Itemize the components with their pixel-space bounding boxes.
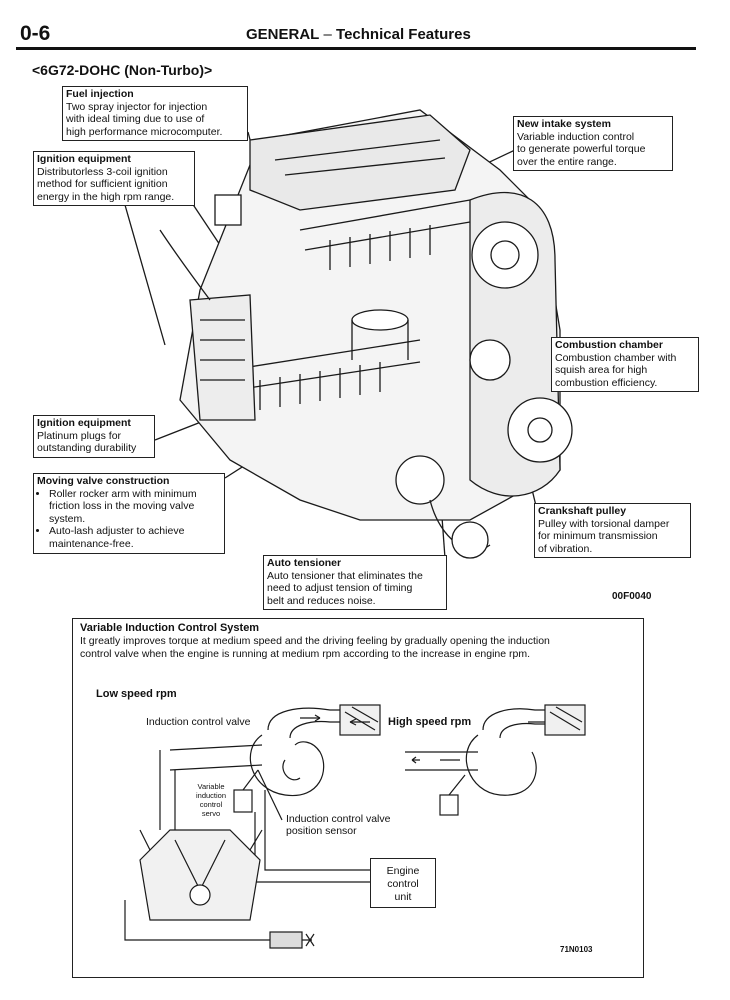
figure-code-vics: 71N0103 [560,945,593,954]
callout-line: over the entire range. [517,155,617,168]
callout-line: Auto tensioner that eliminates the [267,569,423,582]
ecu-label-line: control [387,878,419,890]
callout-crankshaft-pulley: Crankshaft pulley Pulley with torsional … [534,503,691,559]
vics-description-line: control valve when the engine is running… [80,648,530,660]
callout-line: outstanding durability [37,442,137,455]
callout-line: high performance microcomputer. [66,125,223,138]
page-header-title: GENERAL – Technical Features [246,26,471,43]
callout-ignition-equipment-1: Ignition equipment Distributorless 3-coi… [33,151,195,207]
callout-auto-tensioner: Auto tensioner Auto tensioner that elimi… [263,555,447,611]
callout-moving-valve-construction: Moving valve construction Roller rocker … [33,473,225,554]
callout-bullet-list: Roller rocker arm with minimum friction … [37,488,221,551]
header-rule [16,47,696,50]
callout-line: squish area for high [555,364,648,377]
callout-line: for minimum transmission [538,530,658,543]
callout-new-intake-system: New intake system Variable induction con… [513,116,673,172]
callout-line: of vibration. [538,542,593,555]
callout-title: Ignition equipment [37,417,131,429]
engine-subheading: <6G72-DOHC (Non-Turbo)> [32,62,213,78]
callout-line: Two spray injector for injection [66,100,208,113]
sensor-label-line: position sensor [286,825,357,837]
high-speed-label: High speed rpm [388,716,472,728]
callout-line: belt and reduces noise. [267,594,376,607]
sensor-label: Induction control valve position sensor [286,813,390,837]
callout-title: Ignition equipment [37,153,131,165]
ecu-label-line: Engine [386,865,420,877]
header-separator: – [323,26,332,43]
callout-line: Combustion chamber with [555,351,677,364]
callout-line: energy in the high rpm range. [37,190,175,203]
servo-label: Variable induction control servo [196,782,226,818]
callout-title: Combustion chamber [555,339,663,351]
callout-title: New intake system [517,118,611,130]
header-section: GENERAL [246,26,320,43]
callout-title: Crankshaft pulley [538,505,627,517]
callout-title: Fuel injection [66,88,134,100]
vics-panel [72,618,644,978]
callout-fuel-injection: Fuel injection Two spray injector for in… [62,86,248,142]
callout-line: Platinum plugs for [37,429,122,442]
header-subtitle: Technical Features [336,26,471,43]
callout-bullet: Auto-lash adjuster to achieve maintenanc… [49,525,221,550]
callout-line: to generate powerful torque [517,143,646,156]
servo-label-line: servo [201,809,221,818]
induction-control-valve-label: Induction control valve [146,716,251,728]
callout-title: Moving valve construction [37,475,170,487]
callout-line: combustion efficiency. [555,376,658,389]
servo-label-line: Variable [197,782,225,791]
figure-code-engine: 00F0040 [612,591,652,602]
callout-line: Variable induction control [517,130,635,143]
callout-line: Distributorless 3-coil ignition [37,165,168,178]
low-speed-label: Low speed rpm [96,688,177,700]
sensor-label-line: Induction control valve [286,813,391,825]
callout-ignition-equipment-2: Ignition equipment Platinum plugs for ou… [33,415,155,458]
servo-label-line: control [199,800,223,809]
callout-bullet: Roller rocker arm with minimum friction … [49,488,221,526]
engine-control-unit-box: Engine control unit [370,858,436,908]
ecu-label-line: unit [394,891,412,903]
vics-description: It greatly improves torque at medium spe… [80,635,630,661]
vics-title: Variable Induction Control System [80,622,260,634]
page-number: 0-6 [20,22,51,45]
callout-line: method for sufficient ignition [37,178,168,191]
callout-combustion-chamber: Combustion chamber Combustion chamber wi… [551,337,699,393]
servo-label-line: induction [196,791,227,800]
callout-line: with ideal timing due to use of [66,113,205,126]
callout-line: need to adjust tension of timing [267,582,413,595]
callout-title: Auto tensioner [267,557,342,569]
callout-line: Pulley with torsional damper [538,517,670,530]
vics-description-line: It greatly improves torque at medium spe… [80,635,550,647]
